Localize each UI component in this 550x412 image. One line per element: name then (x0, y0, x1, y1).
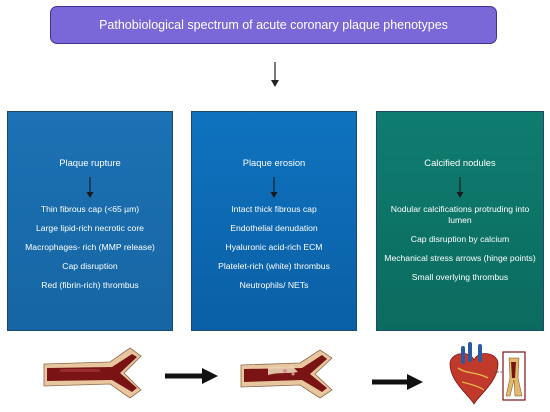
list-item: Cap disruption (62, 261, 118, 271)
vessel-illustration (43, 347, 142, 399)
list-item: Large lipid-rich necrotic core (36, 223, 144, 233)
arrow-down-icon (86, 177, 94, 198)
list-item: Thin fibrous cap (<65 µm) (40, 204, 140, 214)
arrow-right-icon (372, 374, 423, 390)
column-plaque-rupture: Plaque rupture Thin fibrous cap (<65 µm)… (7, 111, 173, 331)
column-plaque-erosion: Plaque erosion Intact thick fibrous cap … (191, 111, 357, 331)
list-item: Macrophages- rich (MMP release) (25, 242, 155, 252)
column-calcified-nodules: Calcified nodules Nodular calcifications… (376, 111, 544, 331)
column-heading: Plaque rupture (59, 157, 121, 168)
list-item: Hyaluronic acid-rich ECM (225, 242, 323, 252)
list-item: Small overlying thrombus (411, 272, 509, 282)
heart-illustration (449, 342, 499, 405)
list-item: Platelet-rich (white) thrombus (218, 261, 330, 271)
list-item: Red (fibrin-rich) thrombus (41, 280, 139, 290)
arrow-right-icon (165, 368, 218, 384)
bottom-illustrations (43, 342, 526, 405)
diagram-title: Pathobiological spectrum of acute corona… (50, 6, 497, 44)
column-heading: Calcified nodules (424, 157, 496, 168)
list-item: Mechanical stress arrows (hinge points) (384, 253, 536, 263)
list-item: Intact thick fibrous cap (231, 204, 317, 214)
inset-vessel-illustration (494, 351, 526, 401)
list-item: Nodular calcifications protruding into l… (390, 204, 530, 225)
arrow-down-icon (271, 62, 279, 87)
list-item: Cap disruption by calcium (410, 234, 510, 244)
list-item: Neutrophils/ NETs (239, 280, 309, 290)
column-heading: Plaque erosion (242, 157, 306, 168)
arrow-down-icon (456, 177, 464, 198)
arrow-down-icon (270, 177, 278, 198)
vessel-illustration (240, 349, 333, 399)
list-item: Endothelial denudation (230, 223, 318, 233)
